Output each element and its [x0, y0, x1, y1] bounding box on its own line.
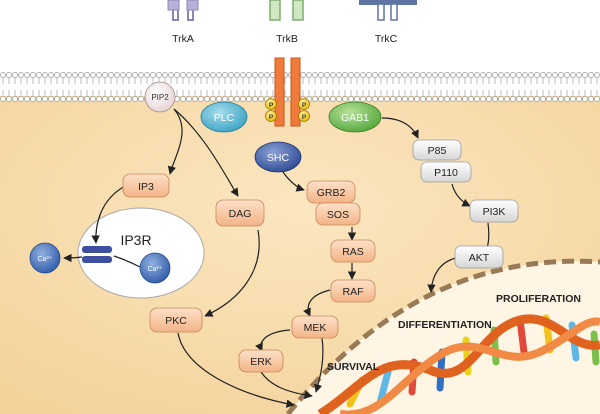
svg-text:GAB1: GAB1 [341, 112, 369, 124]
outcome-survival: SURVIVAL [327, 361, 380, 373]
node-sos: SOS [315, 202, 361, 226]
node-pkc: PKC [149, 307, 203, 333]
phospho-site: P [265, 110, 277, 122]
node-ip3: IP3 [122, 173, 170, 198]
svg-text:P: P [269, 102, 274, 109]
svg-text:P85: P85 [428, 145, 447, 157]
svg-text:ERK: ERK [250, 356, 272, 368]
dna-helix [317, 314, 600, 414]
phospho-site: P [298, 98, 310, 110]
svg-text:P: P [302, 102, 307, 109]
receptor-trkb: TrkB [269, 0, 304, 45]
trkb-label: TrkB [276, 33, 298, 45]
node-p85: P85 [412, 139, 462, 161]
receptor-trkc: TrkC [359, 0, 417, 45]
node-pip2: PIP2 [144, 81, 176, 113]
svg-text:AKT: AKT [469, 252, 490, 264]
outcome-differentiation: DIFFERENTIATION [398, 319, 492, 331]
receptor-trka: TrkA [167, 0, 199, 45]
pathway-arrows [63, 108, 492, 408]
svg-text:PIP2: PIP2 [151, 93, 169, 102]
phospho-site: P [298, 110, 310, 122]
svg-text:SHC: SHC [267, 152, 290, 164]
svg-text:PLC: PLC [214, 112, 235, 124]
svg-text:Ca²⁺: Ca²⁺ [148, 266, 163, 273]
svg-text:PKC: PKC [165, 315, 187, 327]
trkb-transmembrane: P P P P [265, 57, 310, 127]
outcome-proliferation: PROLIFERATION [496, 293, 581, 305]
node-shc: SHC [254, 141, 302, 173]
node-akt: AKT [454, 245, 504, 269]
ip3r-channel [82, 246, 112, 263]
er-compartment [77, 207, 205, 299]
svg-text:P: P [302, 114, 307, 121]
svg-text:IP3: IP3 [138, 181, 154, 193]
node-dag: DAG [215, 199, 265, 227]
node-raf: RAF [330, 279, 376, 303]
svg-text:GRB2: GRB2 [317, 187, 346, 199]
node-gab1: GAB1 [328, 101, 382, 133]
trka-label: TrkA [172, 33, 194, 45]
calcium-ion-outside: Ca²⁺ [29, 242, 61, 274]
trkc-label: TrkC [375, 33, 398, 45]
svg-text:Ca²⁺: Ca²⁺ [38, 256, 53, 263]
node-plc: PLC [200, 101, 248, 133]
svg-text:SOS: SOS [327, 209, 349, 221]
calcium-ion-inside: Ca²⁺ [139, 252, 171, 284]
phospho-site: P [265, 98, 277, 110]
svg-text:MEK: MEK [304, 322, 327, 334]
node-grb2: GRB2 [306, 180, 356, 204]
svg-text:RAF: RAF [343, 286, 364, 298]
node-erk: ERK [238, 349, 284, 373]
node-mek: MEK [291, 315, 339, 339]
ip3r-label: IP3R [120, 232, 151, 248]
node-pi3k: PI3K [469, 199, 519, 223]
svg-text:DAG: DAG [229, 208, 252, 220]
node-ras: RAS [330, 239, 376, 263]
svg-text:PI3K: PI3K [483, 206, 506, 218]
node-p110: P110 [420, 161, 472, 183]
svg-text:RAS: RAS [342, 246, 364, 258]
svg-text:P: P [269, 114, 274, 121]
svg-text:P110: P110 [434, 167, 458, 179]
